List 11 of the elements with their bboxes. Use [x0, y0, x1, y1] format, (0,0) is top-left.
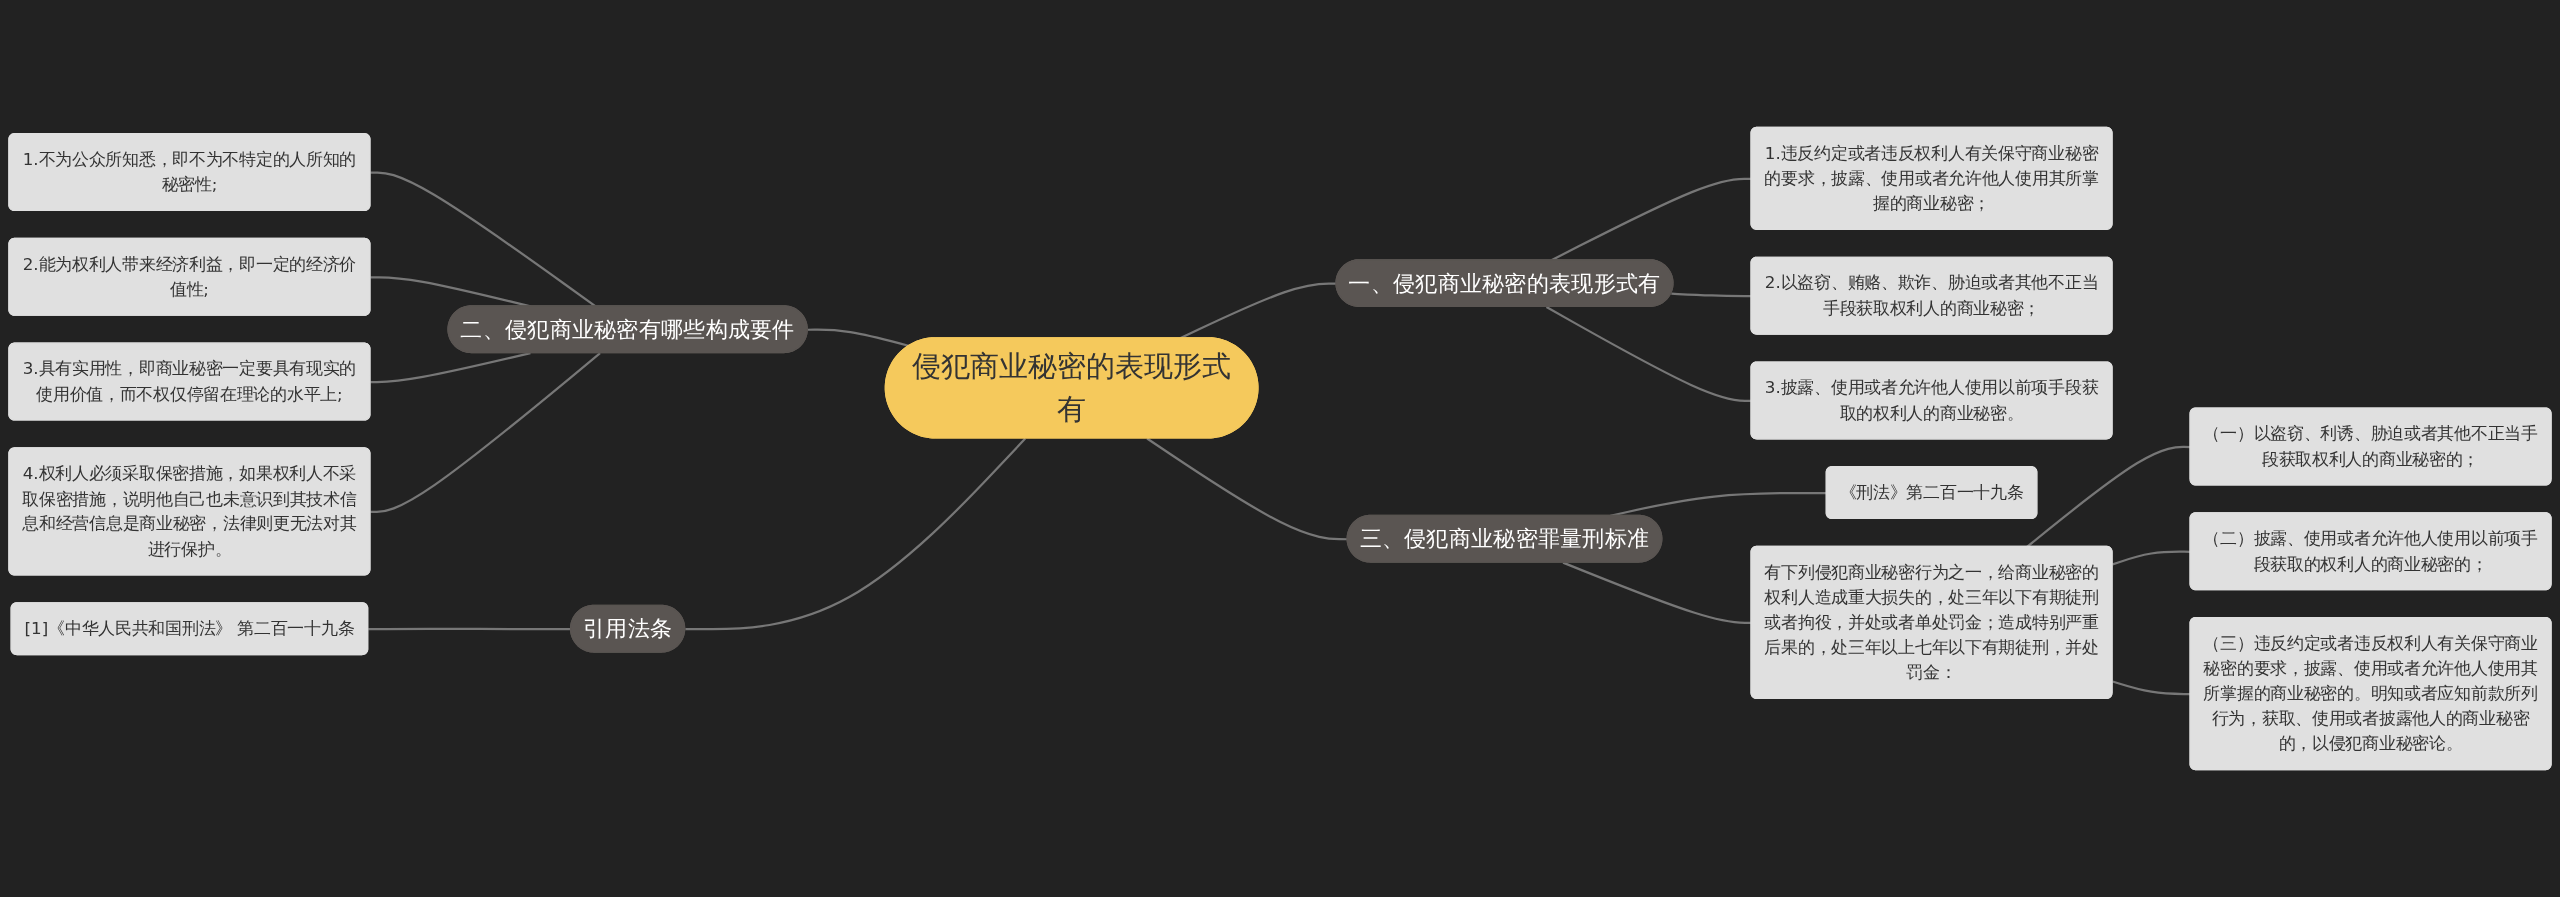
connector	[1545, 306, 1752, 403]
connector	[370, 352, 601, 514]
connector	[2026, 445, 2191, 548]
connector	[2112, 680, 2191, 696]
connector	[685, 437, 1027, 631]
connector	[807, 328, 910, 348]
connector	[2112, 550, 2191, 566]
connector	[1146, 437, 1348, 541]
connector	[1671, 292, 1752, 298]
connector	[370, 352, 531, 384]
connector	[1562, 561, 1752, 625]
